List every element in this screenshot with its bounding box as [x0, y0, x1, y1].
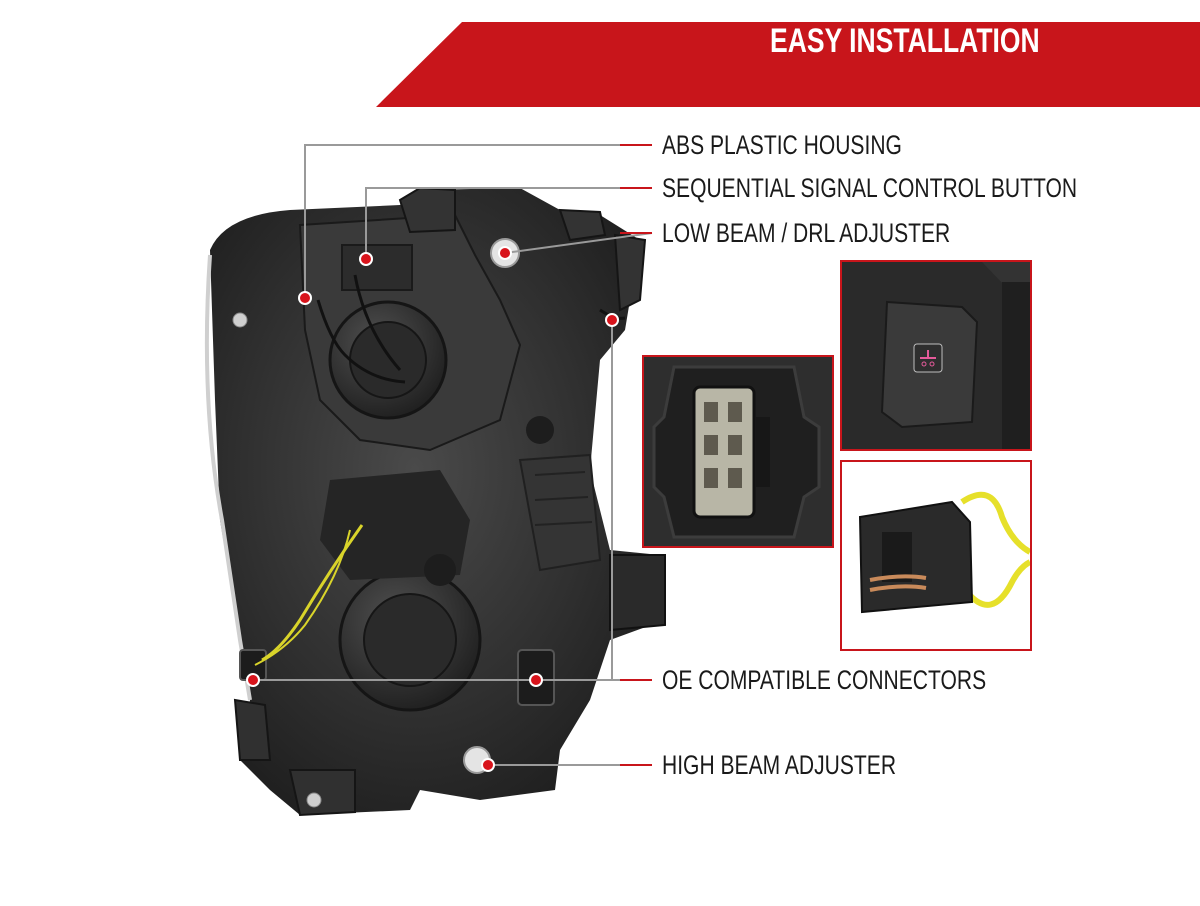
header-banner — [376, 22, 1200, 107]
inset-wire-connector-closeup — [840, 460, 1032, 651]
label-sequential-signal-control-button: SEQUENTIAL SIGNAL CONTROL BUTTON — [662, 173, 1078, 203]
callout-dot-low-beam — [498, 246, 512, 260]
label-oe-compatible-connectors: OE COMPATIBLE CONNECTORS — [662, 665, 987, 695]
label-abs-plastic-housing: ABS PLASTIC HOUSING — [662, 130, 902, 160]
callout-dot-connector-top — [605, 313, 619, 327]
label-low-beam-drl-adjuster: LOW BEAM / DRL ADJUSTER — [662, 218, 951, 248]
callout-dot-connector-left — [246, 673, 260, 687]
callout-dot-signal-button — [359, 252, 373, 266]
inset-signal-button-closeup — [840, 260, 1032, 451]
label-high-beam-adjuster: HIGH BEAM ADJUSTER — [662, 750, 897, 780]
callout-dot-housing — [298, 291, 312, 305]
callout-dot-connector-mid — [529, 673, 543, 687]
inset-connector-closeup — [642, 355, 834, 548]
banner-title: EASY INSTALLATION — [770, 22, 1040, 60]
callout-dot-high-beam — [481, 758, 495, 772]
